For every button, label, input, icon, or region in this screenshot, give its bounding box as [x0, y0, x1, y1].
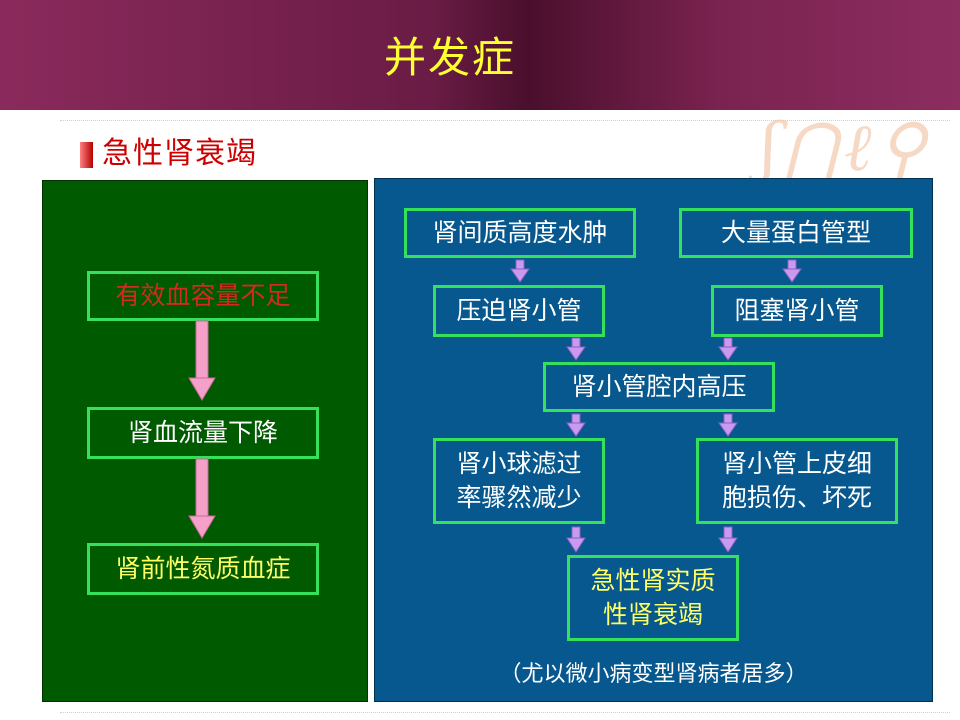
- flow-box-intratubular-pressure: 肾小管腔内高压: [543, 362, 775, 412]
- arrow-down-icon: [718, 526, 738, 553]
- arrow-down-icon: [188, 458, 216, 539]
- flow-box-epithelial-necrosis: 肾小管上皮细 胞损伤、坏死: [696, 438, 898, 524]
- flow-box-protein-casts: 大量蛋白管型: [679, 208, 913, 258]
- prerenal-panel: [42, 180, 368, 702]
- arrow-down-icon: [718, 337, 738, 361]
- divider-line: [60, 120, 950, 121]
- slide-title: 并发症: [383, 33, 516, 82]
- flow-box-compress-tubules: 压迫肾小管: [433, 285, 605, 337]
- decorative-watermark-icon: ʃ⋂ℓ⚲: [760, 109, 932, 186]
- flow-box-gfr-decrease: 肾小球滤过 率骤然减少: [433, 438, 605, 524]
- flow-box-acute-renal-failure: 急性肾实质 性肾衰竭: [567, 555, 739, 641]
- arrow-down-icon: [566, 526, 586, 553]
- section-title: 急性肾衰竭: [102, 136, 257, 171]
- footnote: （尤以微小病变型肾病者居多）: [499, 662, 808, 687]
- arrow-down-icon: [566, 413, 586, 437]
- slide-header: [0, 0, 960, 110]
- flow-box-interstitial-edema: 肾间质高度水肿: [404, 208, 636, 258]
- flow-box-obstruct-tubules: 阻塞肾小管: [711, 285, 883, 337]
- bullet-icon: [80, 142, 93, 168]
- flow-box-prerenal-azotemia: 肾前性氮质血症: [87, 543, 319, 595]
- arrow-down-icon: [782, 259, 802, 283]
- flow-box-renal-blood-flow-decrease: 肾血流量下降: [87, 407, 319, 459]
- arrow-down-icon: [188, 320, 216, 401]
- arrow-down-icon: [718, 413, 738, 437]
- flow-box-volume-deficit: 有效血容量不足: [87, 271, 319, 321]
- arrow-down-icon: [510, 259, 530, 283]
- divider-line: [60, 712, 950, 713]
- arrow-down-icon: [566, 337, 586, 361]
